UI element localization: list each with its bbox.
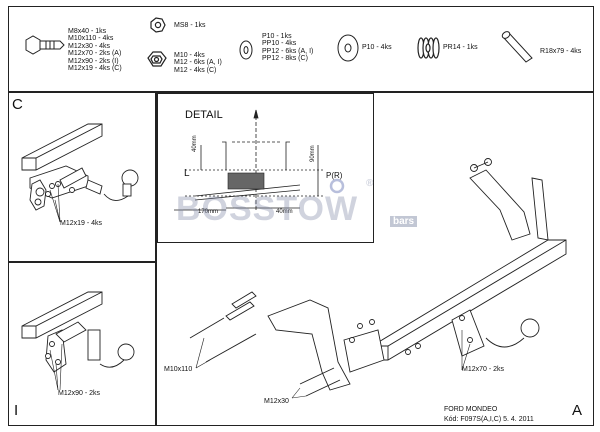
parts-list-frame xyxy=(8,6,594,92)
bolt-spec-2: M10x110 - 4ks xyxy=(68,35,114,43)
detail-dim-90: 90mm xyxy=(310,145,316,162)
detail-title: DETAIL xyxy=(185,109,223,121)
detail-pr-label: P(R) xyxy=(326,171,343,180)
panel-i-bolt-label: M12x90 - 2ks xyxy=(58,390,101,397)
main-leader-lines xyxy=(195,330,471,399)
panel-c-frame xyxy=(8,92,156,262)
model-name: FORD MONDEO xyxy=(444,406,498,413)
bolt-spec-1: M8x40 - 1ks xyxy=(68,28,107,35)
large-washer-icon xyxy=(337,34,359,62)
bolt-spec-5: M12x90 - 2ks (I) xyxy=(68,57,119,65)
spacer-tube-icon xyxy=(501,31,533,63)
washer-spec-3: PP12 - 6ks (A, I) xyxy=(262,47,314,55)
ms8-nut-icon xyxy=(150,17,166,33)
drawing-code: Kód: F097S(A,I,C) 5. 4. 2011 xyxy=(444,416,534,423)
p10-spec: P10 - 4ks xyxy=(362,44,392,51)
washer-spec-2: PP10 - 4ks xyxy=(262,40,297,48)
detail-hitch-block xyxy=(227,172,265,190)
bolt-spec-4: M12x70 - 2ks (A) xyxy=(68,50,122,58)
r18-spec: R18x79 - 4ks xyxy=(540,48,582,55)
panel-i-leader-lines xyxy=(49,343,63,391)
m12x30-label: M12x30 xyxy=(264,398,289,405)
nut-spec-2: M12 - 6ks (A, I) xyxy=(174,59,222,67)
detail-point-pr xyxy=(329,178,345,194)
detail-drawing xyxy=(174,109,325,212)
pr14-spec: PR14 - 1ks xyxy=(443,44,478,51)
spring-washer-icon xyxy=(417,37,440,59)
panel-i-letter: I xyxy=(14,402,19,419)
detail-dim-40-horizontal: 40mm xyxy=(276,209,293,215)
nut-spec-3: M12 - 4ks (C) xyxy=(174,66,217,74)
panel-i-drawing xyxy=(21,291,135,373)
panel-i-frame xyxy=(8,262,156,426)
ms8-spec: MS8 - 1ks xyxy=(174,22,206,29)
detail-l-label: L xyxy=(184,168,190,179)
main-assembly xyxy=(189,158,567,397)
m12x70-label: M12x70 - 2ks xyxy=(462,366,505,373)
panel-c-leader-lines xyxy=(49,183,61,223)
bolt-spec-3: M12x30 - 4ks xyxy=(68,42,111,50)
panel-c-bolt-label: M12x19 - 4ks xyxy=(60,220,103,227)
washer-spec-list: P10 - 1ks PP10 - 4ks PP12 - 6ks (A, I) P… xyxy=(262,33,313,63)
detail-frame xyxy=(157,93,374,243)
m10x110-label: M10x110 xyxy=(164,366,193,373)
washer-icon xyxy=(239,40,253,60)
washer-spec-1: P10 - 1ks xyxy=(262,33,292,40)
washer-spec-4: PP12 - 8ks (C) xyxy=(262,55,308,63)
panel-a-letter: A xyxy=(572,402,583,419)
watermark-registered-mark: ® xyxy=(366,178,374,189)
detail-dim-40-vertical: 40mm xyxy=(192,135,198,152)
panel-a-frame xyxy=(156,92,594,426)
watermark-suffix: bars xyxy=(390,216,418,227)
nut-spec-1: M10 - 4ks xyxy=(174,52,205,59)
panel-c-letter: C xyxy=(12,96,23,113)
bolt-spec-6: M12x19 - 4ks (C) xyxy=(68,65,122,73)
panel-c-drawing xyxy=(21,123,139,211)
bolt-spec-list: M8x40 - 1ks M10x110 - 4ks M12x30 - 4ks M… xyxy=(68,28,122,72)
bolt-icon xyxy=(25,35,65,55)
nut-spec-list: M10 - 4ks M12 - 6ks (A, I) M12 - 4ks (C) xyxy=(174,52,222,74)
detail-dim-170: 170mm xyxy=(198,209,219,215)
nut-icon xyxy=(147,51,167,67)
watermark-logo: BOSSTOW xyxy=(176,190,359,228)
